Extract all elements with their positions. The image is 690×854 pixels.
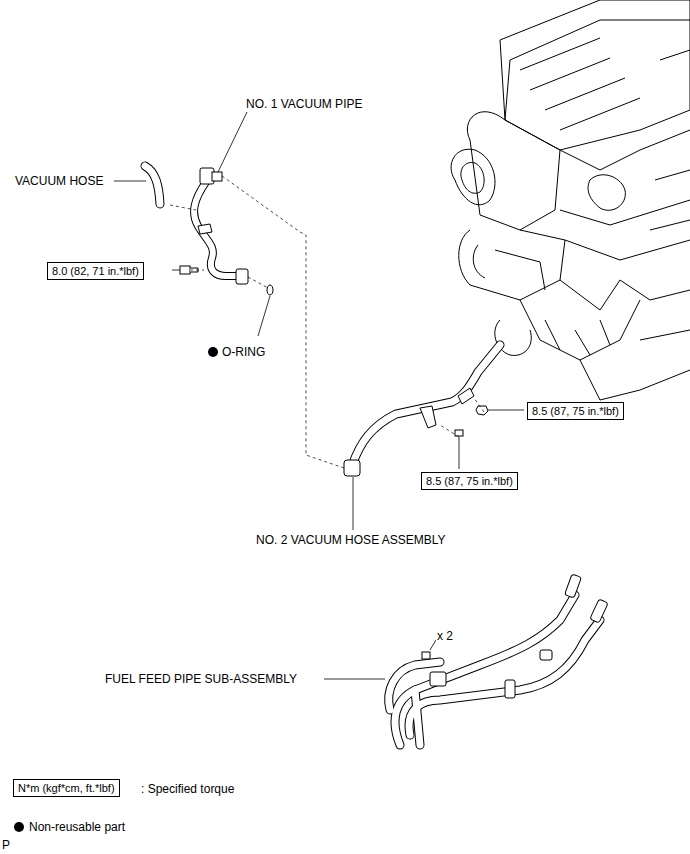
torque-value: N*m (kgf*cm, ft.*lbf) [18, 782, 115, 794]
torque-value: 8.5 (87, 75 in.*lbf) [426, 475, 513, 487]
torque-box: 8.0 (82, 71 in.*lbf) [47, 262, 144, 280]
part-name: NO. 2 VACUUM HOSE ASSEMBLY [255, 533, 447, 547]
legend-text-text: : Specified torque [141, 782, 234, 796]
part-name: VACUUM HOSE [14, 174, 104, 188]
part-name: NO. 1 VACUUM PIPE [245, 97, 363, 111]
legend-text: Non-reusable part [28, 820, 126, 834]
part-name-text: NO. 1 VACUUM PIPE [246, 97, 362, 111]
part-name-text: O-RING [222, 345, 265, 359]
torque-box: 8.5 (87, 75 in.*lbf) [421, 472, 518, 490]
part-name-text: VACUUM HOSE [15, 174, 103, 188]
legend-text-text: Non-reusable part [29, 820, 125, 834]
quantity-note-text: x 2 [437, 629, 453, 643]
page-marker-text: P [2, 838, 10, 852]
torque-value: 8.0 (82, 71 in.*lbf) [52, 265, 139, 277]
quantity-note: x 2 [436, 629, 454, 643]
torque-box: 8.5 (87, 75 in.*lbf) [527, 402, 624, 420]
legend-torque-box: N*m (kgf*cm, ft.*lbf) [13, 779, 120, 797]
part-name: FUEL FEED PIPE SUB-ASSEMBLY [104, 672, 298, 686]
part-name-text: FUEL FEED PIPE SUB-ASSEMBLY [105, 672, 297, 686]
legend-text: : Specified torque [140, 782, 235, 796]
torque-value: 8.5 (87, 75 in.*lbf) [532, 405, 619, 417]
part-name: O-RING [221, 345, 266, 359]
page-marker: P [1, 838, 11, 852]
part-name-text: NO. 2 VACUUM HOSE ASSEMBLY [256, 533, 446, 547]
